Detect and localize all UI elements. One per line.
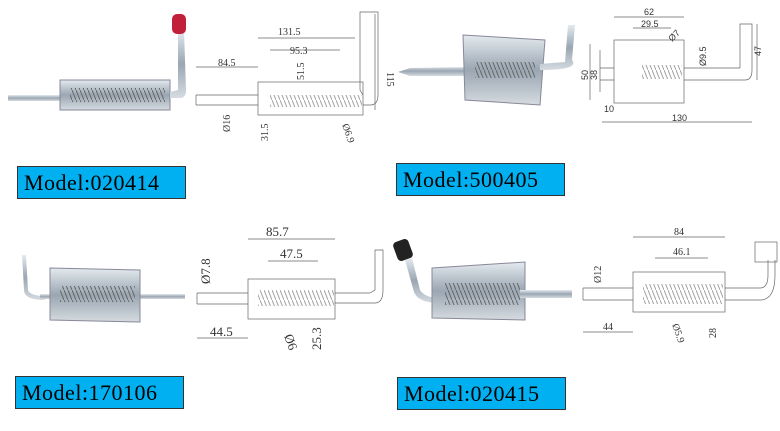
dim-overall: 131.5 bbox=[278, 27, 301, 38]
dim-height: 25.3 bbox=[309, 327, 324, 350]
dim-pin-dia: Ø9.5 bbox=[698, 46, 708, 66]
dim-pin-ext: 44.5 bbox=[210, 324, 233, 339]
dim-hole-spacing: 46.1 bbox=[673, 247, 691, 258]
dim-handle: 115 bbox=[384, 72, 395, 87]
model-label-020415: Model:020415 bbox=[397, 377, 566, 410]
dim-hole-spacing: 29.5 bbox=[641, 19, 659, 29]
dim-handle: 47 bbox=[753, 46, 763, 56]
dim-hole-spacing: 95.3 bbox=[290, 46, 308, 57]
dim-overall: 84 bbox=[674, 227, 684, 238]
model-label-020414: Model:020414 bbox=[17, 166, 186, 199]
dim-pin-dia: Ø16 bbox=[222, 115, 233, 132]
product-photo-170106 bbox=[22, 255, 185, 323]
dim-length: 130 bbox=[672, 113, 687, 123]
dim-edge: 31.5 bbox=[260, 124, 271, 142]
dim-hole-dia: Ø5.9 bbox=[669, 322, 686, 344]
dim-pin-dia: Ø7.8 bbox=[198, 258, 213, 284]
technical-drawing-020414: 131.5 95.3 84.5 51.5 115 Ø16 31.5 Ø6.9 bbox=[195, 11, 395, 145]
dim-offset: 10 bbox=[604, 104, 614, 114]
dim-pin-dia: Ø12 bbox=[593, 266, 604, 283]
dim-hole-spacing: 47.5 bbox=[280, 246, 303, 261]
product-photo-500405 bbox=[398, 25, 575, 106]
dim-hole-dia: Ø7 bbox=[666, 28, 682, 44]
technical-drawing-500405: 62 29.5 Ø7 Ø9.5 50 38 47 10 130 bbox=[580, 7, 763, 123]
product-photo-020414 bbox=[8, 14, 186, 111]
dim-height: 51.5 bbox=[296, 63, 307, 81]
dim-overall: 62 bbox=[644, 7, 654, 17]
dim-pin-ext: 44 bbox=[603, 322, 613, 333]
technical-drawing-020415: 84 46.1 Ø12 44 Ø5.9 28 bbox=[582, 227, 778, 345]
model-label-500405: Model:500405 bbox=[396, 163, 565, 196]
model-label-170106: Model:170106 bbox=[15, 376, 184, 409]
technical-drawing-170106: 85.7 47.5 Ø7.8 44.5 Ø6 25.3 bbox=[196, 224, 384, 353]
dim-overall: 85.7 bbox=[266, 224, 289, 239]
product-photo-020415 bbox=[393, 238, 572, 321]
dim-hole-dia: Ø6.9 bbox=[339, 122, 356, 144]
dim-height: 28 bbox=[708, 328, 719, 338]
dim-pin-ext: 84.5 bbox=[218, 58, 236, 69]
dim-hole-vertical: 38 bbox=[589, 70, 599, 80]
dim-hole-dia: Ø6 bbox=[281, 332, 301, 353]
dim-plate-height: 50 bbox=[580, 70, 590, 80]
